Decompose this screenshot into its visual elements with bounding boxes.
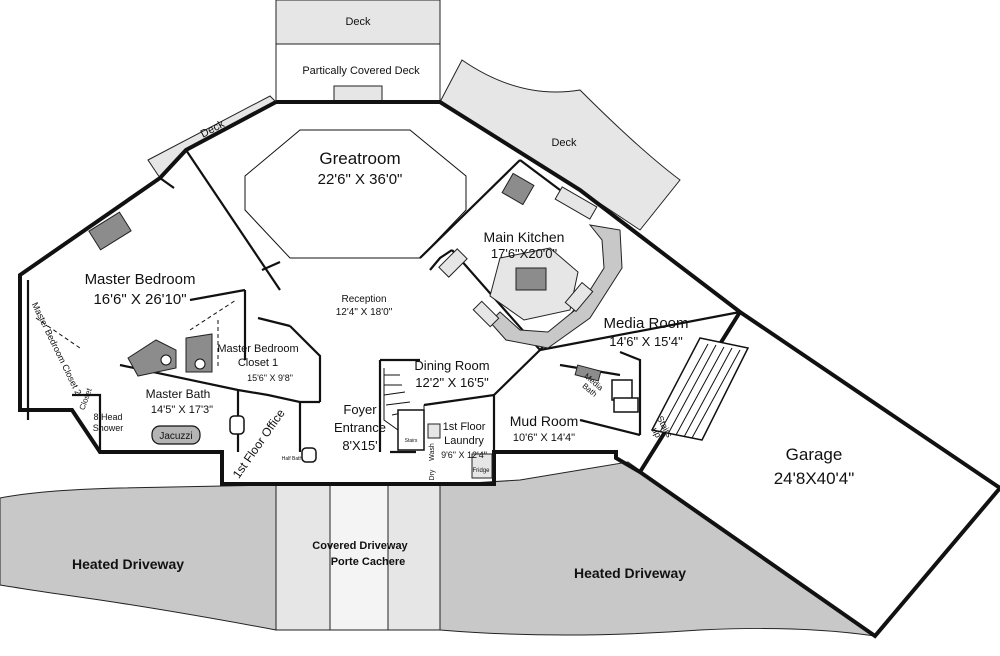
master-bath-dim: 14'5" X 17'3" <box>151 404 213 416</box>
heated-driveway-left-label: Heated Driveway <box>72 556 184 572</box>
mud-room-label: Mud Room <box>510 413 578 429</box>
foyer-dim: 8'X15' <box>342 438 377 453</box>
deck-right-area <box>439 59 681 231</box>
closet-divider <box>35 299 237 368</box>
media-bath-shower <box>611 379 633 401</box>
porte-cachere-center-lane <box>329 484 389 631</box>
dining-room-dim: 12'2" X 16'5" <box>415 375 489 390</box>
laundry-machines <box>427 423 441 439</box>
heated-driveway-left-area <box>0 484 277 631</box>
kitchen-counters <box>438 172 623 349</box>
garage-stairs <box>650 337 750 441</box>
closet-1-dim: 15'6" X 9'8" <box>247 373 293 383</box>
bedroom-dresser <box>88 211 132 251</box>
deck-top-label: Deck <box>345 16 371 28</box>
master-bath-label: Master Bath <box>146 387 211 401</box>
interior-walls <box>26 149 741 454</box>
laundry-label-b: Laundry <box>444 435 484 447</box>
greatroom-label: Greatroom <box>319 149 400 168</box>
foyer-entrance-label: Entrance <box>334 420 386 435</box>
deck-right-label: Deck <box>551 137 577 149</box>
media-room-label: Media Room <box>603 315 688 332</box>
jacuzzi-tub <box>151 425 201 445</box>
porte-cachere-label: Porte Cachere <box>331 556 406 568</box>
fridge-box <box>471 453 493 479</box>
laundry-dim: 9'6" X 12'4" <box>441 450 487 460</box>
main-stairs <box>383 368 425 451</box>
half-bath-toilet <box>301 447 317 463</box>
jacuzzi-label: Jacuzzi <box>159 431 192 442</box>
deck-steps <box>333 85 383 103</box>
media-room-dim: 14'6" X 15'4" <box>609 334 683 349</box>
covered-driveway-label: Covered Driveway <box>312 540 408 552</box>
dry-label: Dry <box>429 469 436 480</box>
closet-1-label-a: Master Bedroom <box>217 343 298 355</box>
head-shower-label-b: Shower <box>93 423 124 433</box>
half-bath-label: Half Bath <box>282 456 303 462</box>
master-toilet <box>229 415 245 435</box>
stairs-small-label: Stairs <box>405 438 418 444</box>
reception-dim: 12'4" X 18'0" <box>336 307 393 318</box>
wash-label: Wash <box>429 443 436 461</box>
laundry-label-a: 1st Floor <box>443 421 486 433</box>
master-bath-vanity <box>127 333 213 377</box>
main-kitchen-dim: 17'6"X20'0" <box>491 246 558 261</box>
media-bath-tub <box>574 364 602 382</box>
garage-dim: 24'8X40'4" <box>774 469 855 488</box>
heated-driveway-right-label: Heated Driveway <box>574 565 686 581</box>
main-kitchen-label: Main Kitchen <box>484 229 565 245</box>
closet-1-label-b: Closet 1 <box>238 357 278 369</box>
mud-room-dim: 10'6" X 14'4" <box>513 432 575 444</box>
garage-label: Garage <box>786 445 843 464</box>
master-bedroom-label: Master Bedroom <box>85 271 196 288</box>
stairs-up-label-b: up <box>650 426 664 440</box>
head-shower-label-a: 8 Head <box>93 412 122 422</box>
foyer-label: Foyer <box>343 402 377 417</box>
dining-room-label: Dining Room <box>414 358 489 373</box>
fridge-label: Fridge <box>472 468 490 474</box>
closet-2-label: Master Bedroom Closet 2 <box>30 301 84 397</box>
partial-deck-label: Partically Covered Deck <box>302 65 420 77</box>
mud-room-counter <box>613 397 639 413</box>
master-bedroom-dim: 16'6" X 26'10" <box>93 291 186 308</box>
exterior-wall <box>18 100 1000 639</box>
heated-driveway-right-area <box>439 461 876 637</box>
greatroom-dim: 22'6" X 36'0" <box>318 171 403 188</box>
reception-label: Reception <box>341 294 386 305</box>
